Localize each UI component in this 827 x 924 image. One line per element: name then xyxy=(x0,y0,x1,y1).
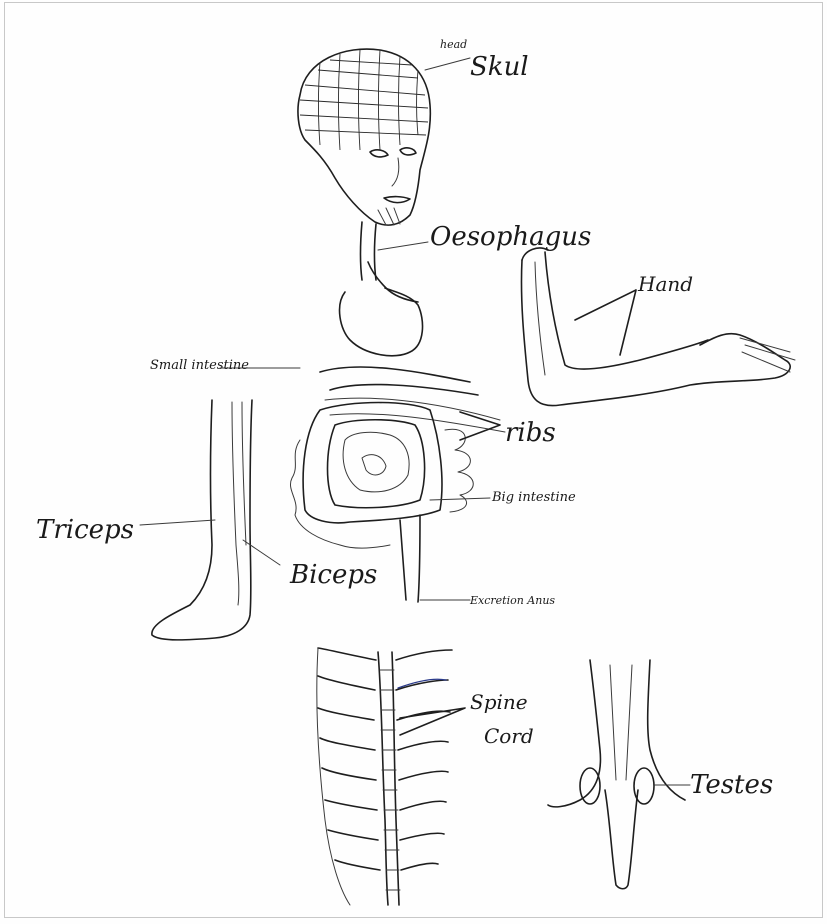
label-spine: Spine xyxy=(470,690,528,714)
label-ribs: ribs xyxy=(505,418,556,448)
head-drawing xyxy=(298,49,430,225)
label-cord: Cord xyxy=(484,724,534,748)
label-small-intestine: Small intestine xyxy=(150,358,249,373)
label-testes: Testes xyxy=(690,770,773,800)
label-triceps: Triceps xyxy=(36,515,134,545)
label-big-intestine: Big intestine xyxy=(492,490,576,505)
testes-drawing xyxy=(548,660,685,889)
digestive-tract xyxy=(290,222,505,602)
leg-drawing xyxy=(152,400,252,640)
spine-drawing xyxy=(317,648,452,905)
label-head: head xyxy=(440,38,467,51)
label-excretion-anus: Excretion Anus xyxy=(470,594,555,607)
leader-lines xyxy=(140,58,690,785)
label-skull: Skul xyxy=(470,52,529,82)
label-hand: Hand xyxy=(638,272,693,296)
label-oesophagus: Oesophagus xyxy=(430,222,591,252)
label-biceps: Biceps xyxy=(290,560,377,590)
